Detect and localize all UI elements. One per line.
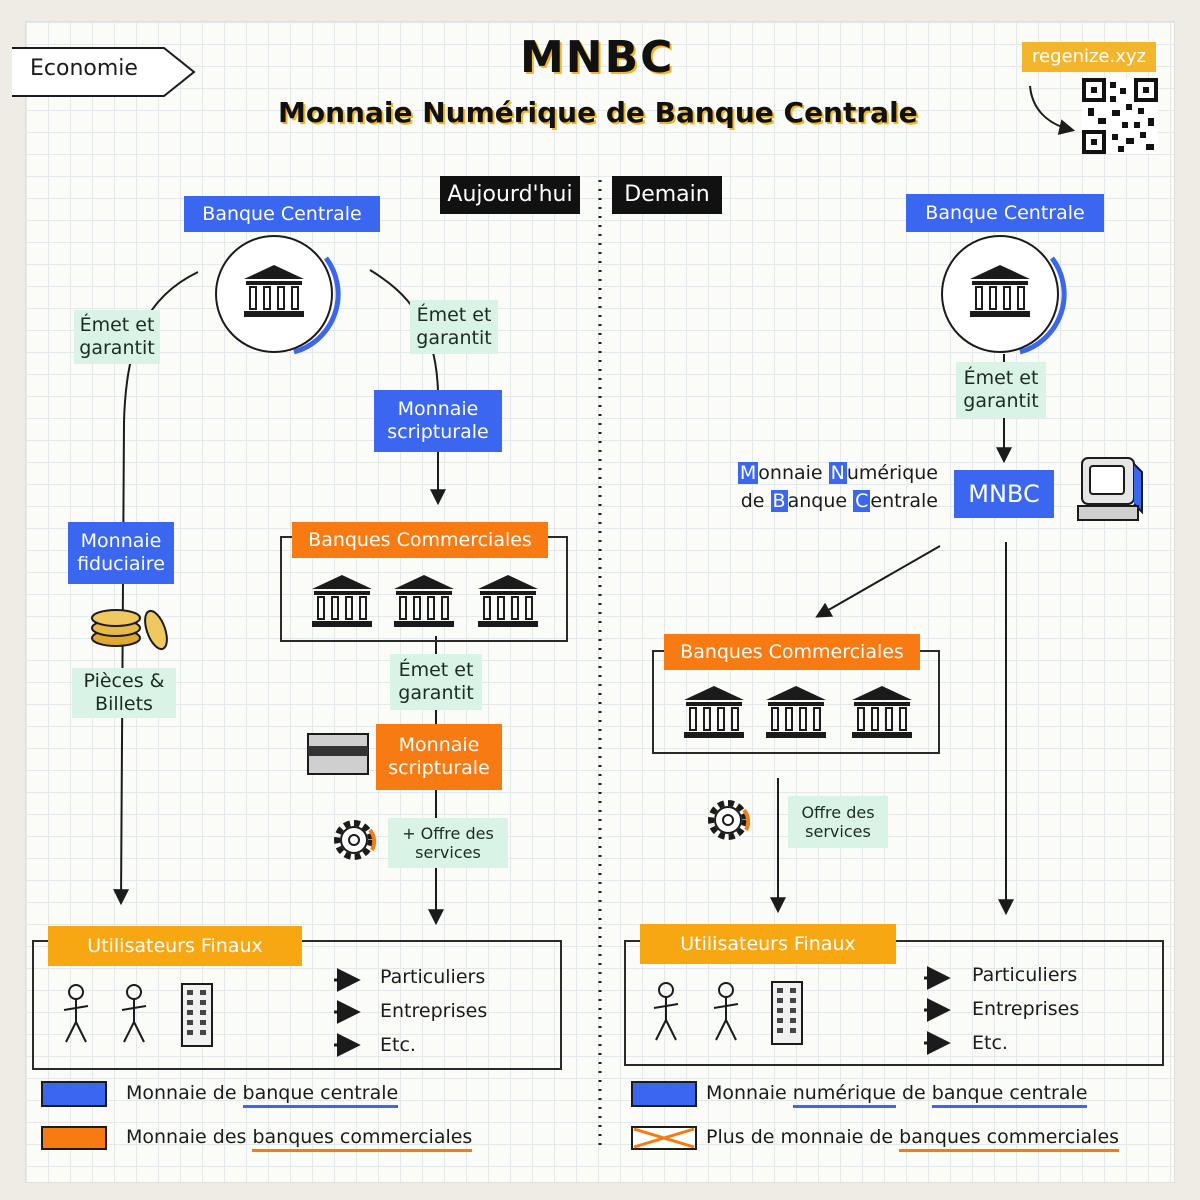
qr-code-icon xyxy=(1082,78,1158,154)
commercial-banks-label-right: Banques Commerciales xyxy=(664,634,920,670)
brand-badge[interactable]: regenize.xyz xyxy=(1022,42,1156,72)
services-label-left: + Offre des services xyxy=(388,818,508,868)
card-icon xyxy=(307,733,369,775)
central-bank-circle-right xyxy=(941,235,1059,353)
legend-orange-right: Plus de monnaie de banques commerciales xyxy=(706,1126,1120,1152)
page-subtitle: Monnaie Numérique de Banque Centrale xyxy=(278,96,918,129)
end-users-label-left: Utilisateurs Finaux xyxy=(48,926,302,966)
scriptural-central-label: Monnaie scripturale xyxy=(374,390,502,452)
coins-notes-label: Pièces & Billets xyxy=(72,668,176,718)
infographic-page: Economie MNBC Monnaie Numérique de Banqu… xyxy=(12,22,1174,1182)
emit-commercial-label: Émet et garantit xyxy=(390,654,482,710)
arrow-list-left xyxy=(334,968,361,1057)
end-users-label-right: Utilisateurs Finaux xyxy=(640,924,896,964)
user-type-companies-right: Entreprises xyxy=(972,998,1080,1020)
scriptural-commercial-label: Monnaie scripturale xyxy=(376,724,502,790)
coins-icon xyxy=(91,609,168,651)
central-bank-label-right: Banque Centrale xyxy=(906,194,1104,232)
legend-swatch-blue-left xyxy=(41,1081,107,1107)
gear-icon xyxy=(337,823,374,857)
central-bank-circle-left xyxy=(215,235,333,353)
commercial-banks-label-left: Banques Commerciales xyxy=(292,522,548,558)
arrow-mnbc-commercial xyxy=(815,545,941,618)
legend-swatch-orange-crossed-right xyxy=(631,1126,697,1150)
diagram-lines xyxy=(12,47,1158,1150)
computer-icon xyxy=(1077,457,1143,521)
period-tomorrow: Demain xyxy=(612,176,722,214)
legend-orange-left: Monnaie des banques commerciales xyxy=(126,1126,473,1152)
legend-swatch-blue-right xyxy=(631,1081,697,1107)
legend-blue-left: Monnaie de banque centrale xyxy=(126,1082,399,1108)
user-type-etc-right: Etc. xyxy=(972,1032,1008,1054)
emit-label-mnbc: Émet et garantit xyxy=(956,362,1046,418)
legend-blue-right: Monnaie numérique de banque centrale xyxy=(706,1082,1088,1108)
arrow-list-right xyxy=(924,966,951,1055)
arrow-fiduciary xyxy=(113,271,199,906)
category-label[interactable]: Economie xyxy=(30,56,138,81)
emit-label-right: Émet et garantit xyxy=(410,300,498,354)
period-today: Aujourd'hui xyxy=(440,176,580,214)
category-arrow xyxy=(12,47,196,97)
mnbc-label: MNBC xyxy=(954,470,1054,518)
fiduciary-label: Monnaie fiduciaire xyxy=(68,522,174,584)
user-type-companies-left: Entreprises xyxy=(380,1000,488,1022)
page-title: MNBC xyxy=(520,32,675,83)
central-bank-label-left: Banque Centrale xyxy=(184,196,380,232)
user-type-etc-left: Etc. xyxy=(380,1034,416,1056)
legend-swatch-orange-left xyxy=(41,1126,107,1150)
services-label-right: Offre des services xyxy=(788,796,888,848)
emit-label-left: Émet et garantit xyxy=(74,310,160,364)
user-type-individuals-left: Particuliers xyxy=(380,966,486,988)
gear-icon xyxy=(711,803,748,837)
user-type-individuals-right: Particuliers xyxy=(972,964,1078,986)
